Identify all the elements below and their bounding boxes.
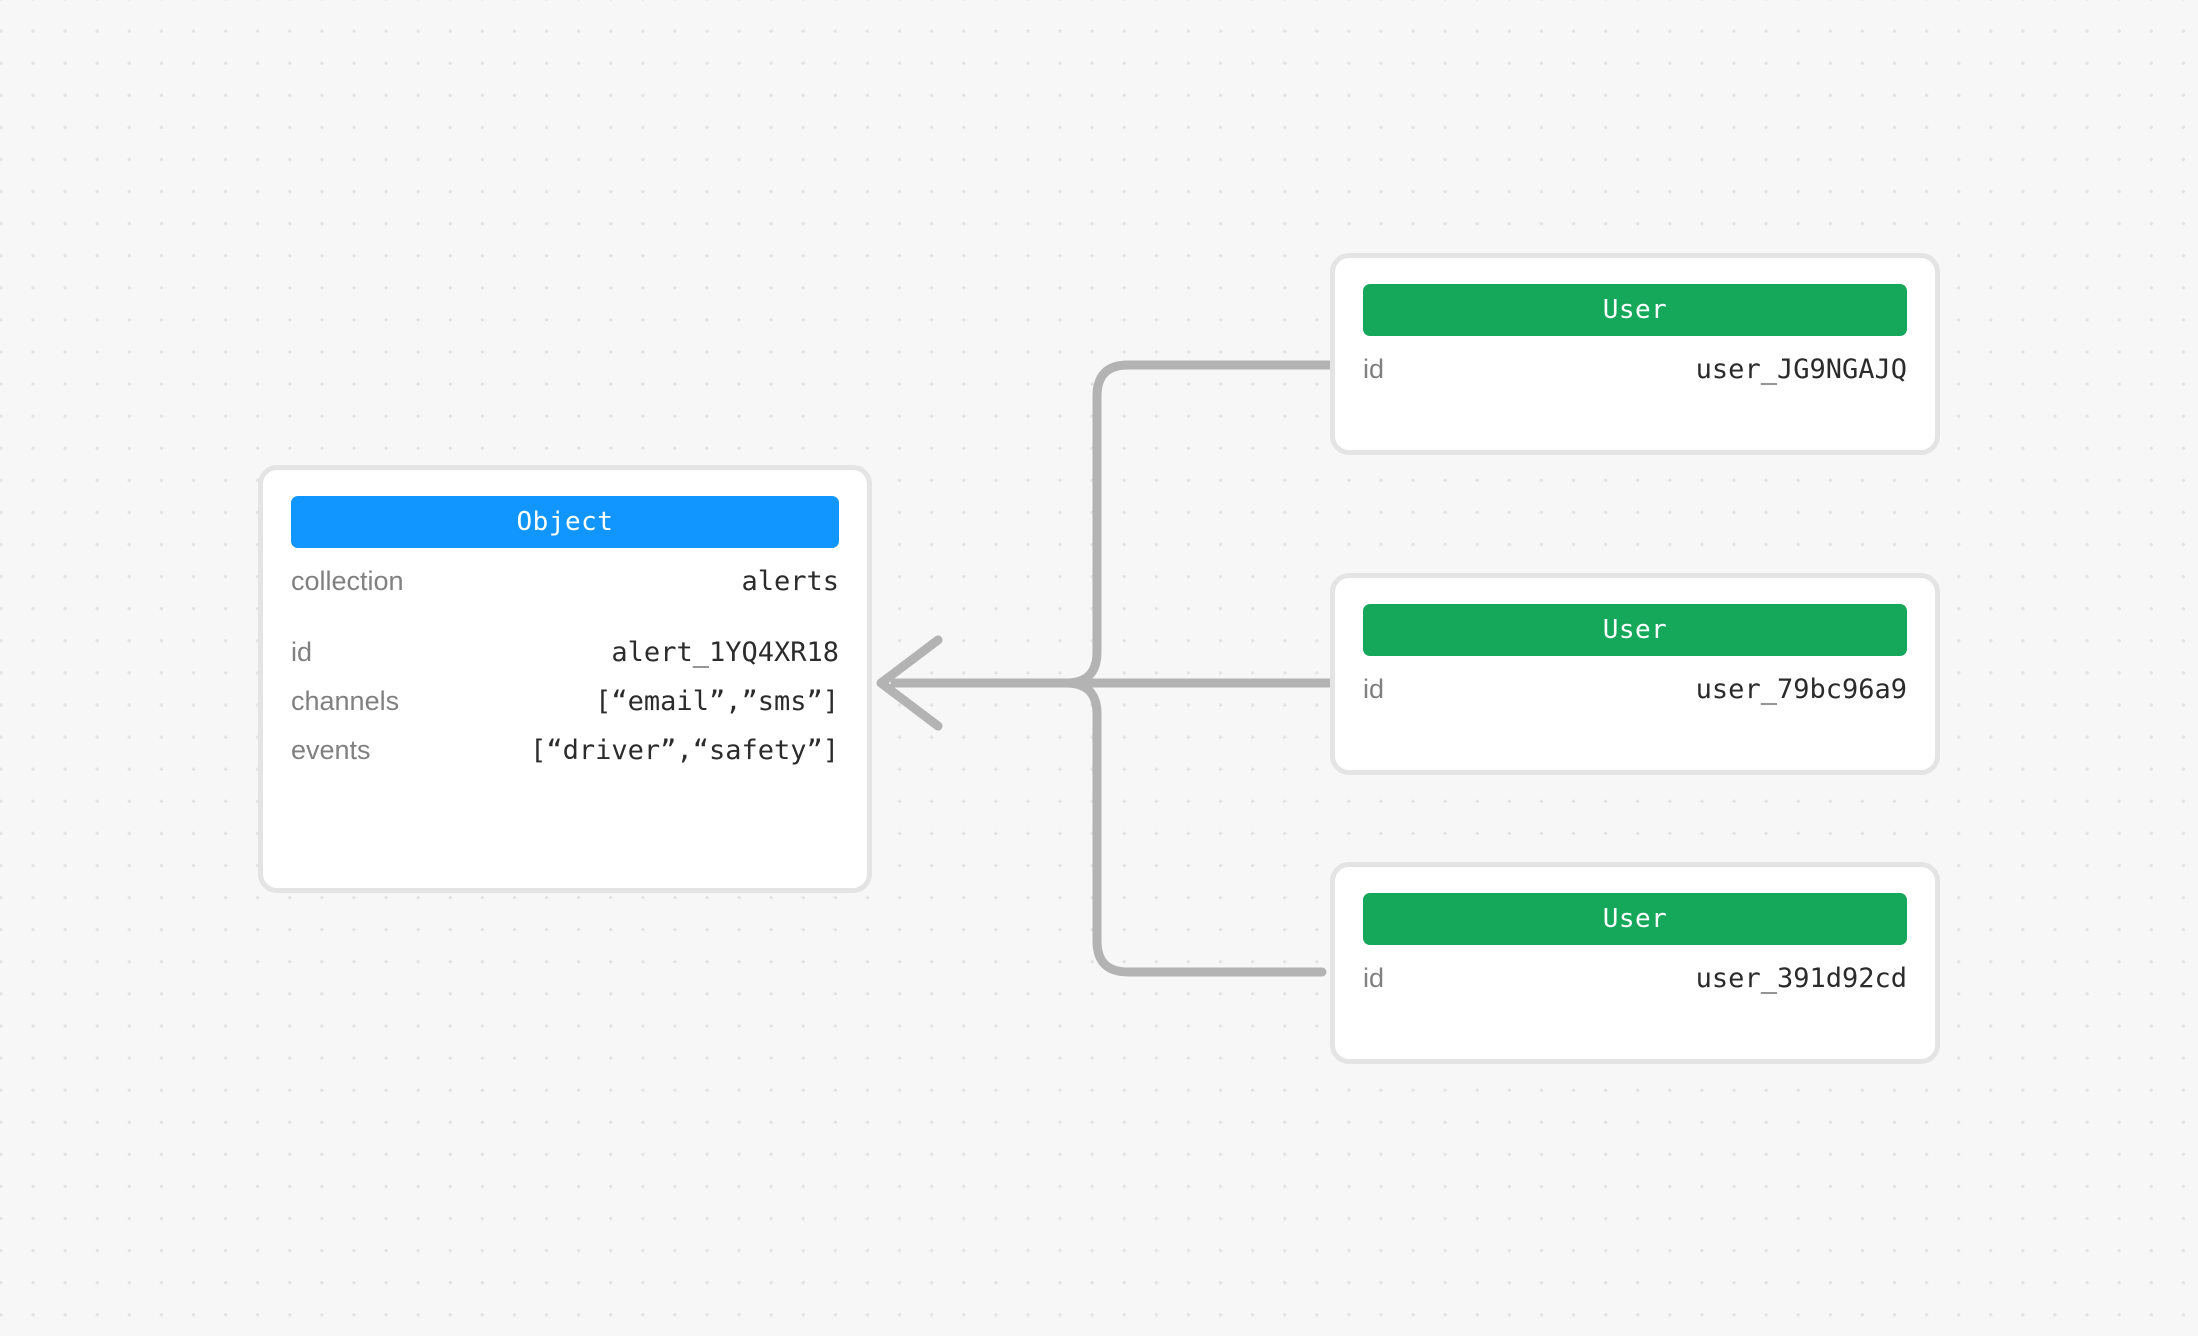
field-key: collection xyxy=(291,566,404,596)
field-key: events xyxy=(291,735,371,765)
field-row[interactable]: id alert_1YQ4XR18 xyxy=(291,637,839,686)
user-card-body: id user_79bc96a9 xyxy=(1363,674,1907,723)
field-key: id xyxy=(1363,354,1385,384)
field-row[interactable]: id user_79bc96a9 xyxy=(1363,674,1907,723)
user-card-section: id user_391d92cd xyxy=(1363,963,1907,1012)
field-value: user_79bc96a9 xyxy=(1695,674,1907,705)
object-card-header: Object xyxy=(291,496,839,548)
object-entity-card[interactable]: Object collection alerts id alert_1YQ4XR… xyxy=(258,465,872,893)
field-row[interactable]: id user_JG9NGAJQ xyxy=(1363,354,1907,403)
field-key: id xyxy=(1363,963,1385,993)
field-key: channels xyxy=(291,686,400,716)
user-card-header: User xyxy=(1363,284,1907,336)
field-value: [“driver”,“safety”] xyxy=(530,735,839,766)
user-card-header: User xyxy=(1363,604,1907,656)
arrowhead-icon xyxy=(876,635,943,731)
field-value: [“email”,”sms”] xyxy=(595,686,839,717)
connector-user-2 xyxy=(890,678,1327,977)
field-row[interactable]: channels [“email”,”sms”] xyxy=(291,686,839,735)
field-value: alerts xyxy=(741,566,839,597)
user-card-section: id user_JG9NGAJQ xyxy=(1363,354,1907,403)
user-card-body: id user_391d92cd xyxy=(1363,963,1907,1012)
user-entity-card[interactable]: User id user_79bc96a9 xyxy=(1330,573,1940,775)
field-row[interactable]: id user_391d92cd xyxy=(1363,963,1907,1012)
field-row[interactable]: events [“driver”,“safety”] xyxy=(291,735,839,784)
user-card-section: id user_79bc96a9 xyxy=(1363,674,1907,723)
object-card-body: collection alerts id alert_1YQ4XR18 chan… xyxy=(291,566,839,784)
field-row[interactable]: collection alerts xyxy=(291,566,839,615)
object-card-section: id alert_1YQ4XR18 channels [“email”,”sms… xyxy=(291,637,839,784)
field-value: user_JG9NGAJQ xyxy=(1695,354,1907,385)
user-entity-card[interactable]: User id user_391d92cd xyxy=(1330,862,1940,1064)
field-key: id xyxy=(1363,674,1385,704)
object-card-section: collection alerts xyxy=(291,566,839,615)
connector-user-0 xyxy=(890,360,1335,688)
user-card-header: User xyxy=(1363,893,1907,945)
user-entity-card[interactable]: User id user_JG9NGAJQ xyxy=(1330,253,1940,455)
field-value: user_391d92cd xyxy=(1695,963,1907,994)
user-card-body: id user_JG9NGAJQ xyxy=(1363,354,1907,403)
field-key: id xyxy=(291,637,313,667)
field-value: alert_1YQ4XR18 xyxy=(611,637,839,668)
